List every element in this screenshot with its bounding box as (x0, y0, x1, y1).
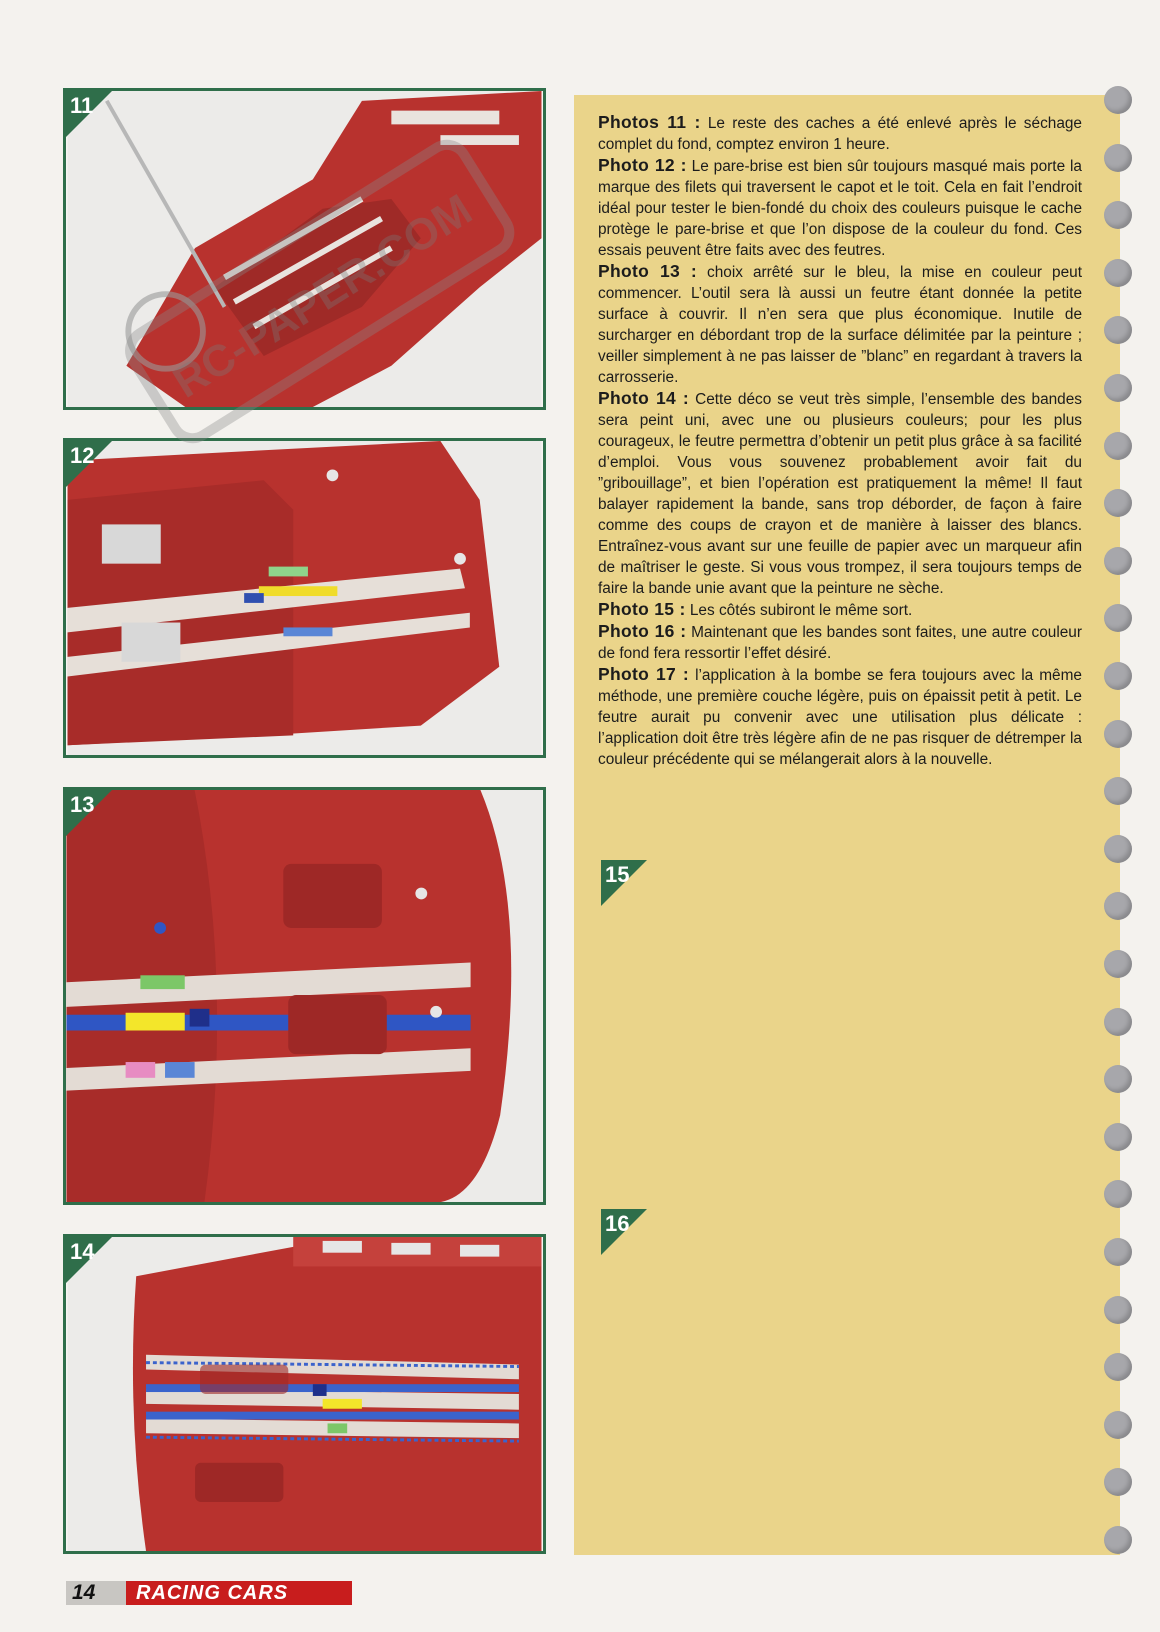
binder-hole (1104, 431, 1132, 460)
watermark-stamp: RC-PAPER.COM (125, 139, 515, 444)
photo-14: 14 (63, 1234, 546, 1554)
photo-11: 11 (63, 88, 546, 410)
photo-number-tab (601, 1209, 647, 1255)
binder-hole (1104, 258, 1132, 287)
photo-number-tab (66, 441, 112, 487)
photo-number: 16 (605, 1211, 630, 1236)
photo-11-image (67, 91, 542, 407)
binder-hole (1104, 1122, 1132, 1151)
binder-hole (1104, 1468, 1132, 1497)
article-paragraph: Photo 12 : Le pare-brise est bien sûr to… (598, 155, 1082, 259)
article-paragraph: Photo 17 : l’application à la bombe se f… (598, 664, 1082, 768)
binder-hole (1104, 892, 1132, 921)
binder-hole (1104, 201, 1132, 230)
photo-number: 12 (70, 443, 95, 468)
binder-hole (1104, 1007, 1132, 1036)
binder-hole (1104, 1295, 1132, 1324)
photo-number-tab (66, 91, 112, 137)
page-footer: 14 RACING CARS (66, 1581, 352, 1605)
photo-number-tab (601, 860, 647, 906)
binder-hole (1104, 1238, 1132, 1266)
photo-14-image (67, 1237, 542, 1551)
binder-hole (1104, 1410, 1132, 1439)
article-paragraph: Photo 14 : Cette déco se veut très simpl… (598, 388, 1082, 597)
photo-13-image (66, 790, 543, 1202)
photo-number-tab (66, 790, 112, 836)
article-panel (574, 95, 1120, 1555)
binder-hole (1104, 316, 1132, 345)
article-paragraph: Photo 13 : choix arrêté sur le bleu, la … (598, 261, 1082, 386)
photo-number: 13 (70, 792, 95, 817)
article-text: Photos 11 : Le reste des caches a été en… (598, 112, 1082, 770)
article-paragraph: Photo 16 : Maintenant que les bandes son… (598, 621, 1082, 662)
binder-hole (1104, 374, 1132, 402)
binder-hole (1104, 1065, 1132, 1094)
magazine-name: RACING CARS (126, 1581, 352, 1605)
article-paragraph: Photo 15 : Les côtés subiront le même so… (598, 599, 913, 619)
binder-hole (1104, 834, 1132, 863)
photo-number: 11 (70, 93, 94, 118)
page-number: 14 (66, 1581, 126, 1605)
photo-number-tab (66, 1237, 112, 1283)
photo-number: 15 (605, 862, 630, 887)
binder-hole (1104, 604, 1132, 633)
binder-hole (1104, 143, 1132, 172)
binder-hole (1104, 950, 1132, 978)
article-paragraph: Photos 11 : Le reste des caches a été en… (598, 112, 1082, 153)
photo-12-image (67, 441, 542, 755)
binder-holes (1104, 86, 1134, 1566)
binder-hole (1104, 777, 1132, 806)
binder-hole (1104, 719, 1132, 748)
photo-number: 14 (70, 1239, 95, 1264)
binder-hole (1104, 1353, 1132, 1382)
binder-hole (1104, 546, 1132, 575)
binder-hole (1104, 86, 1132, 114)
photo-12: 12 (63, 438, 546, 758)
binder-hole (1104, 1180, 1132, 1209)
binder-hole (1104, 662, 1132, 690)
photo-13: 13 (63, 787, 546, 1205)
binder-hole (1104, 1526, 1132, 1554)
binder-hole (1104, 489, 1132, 518)
